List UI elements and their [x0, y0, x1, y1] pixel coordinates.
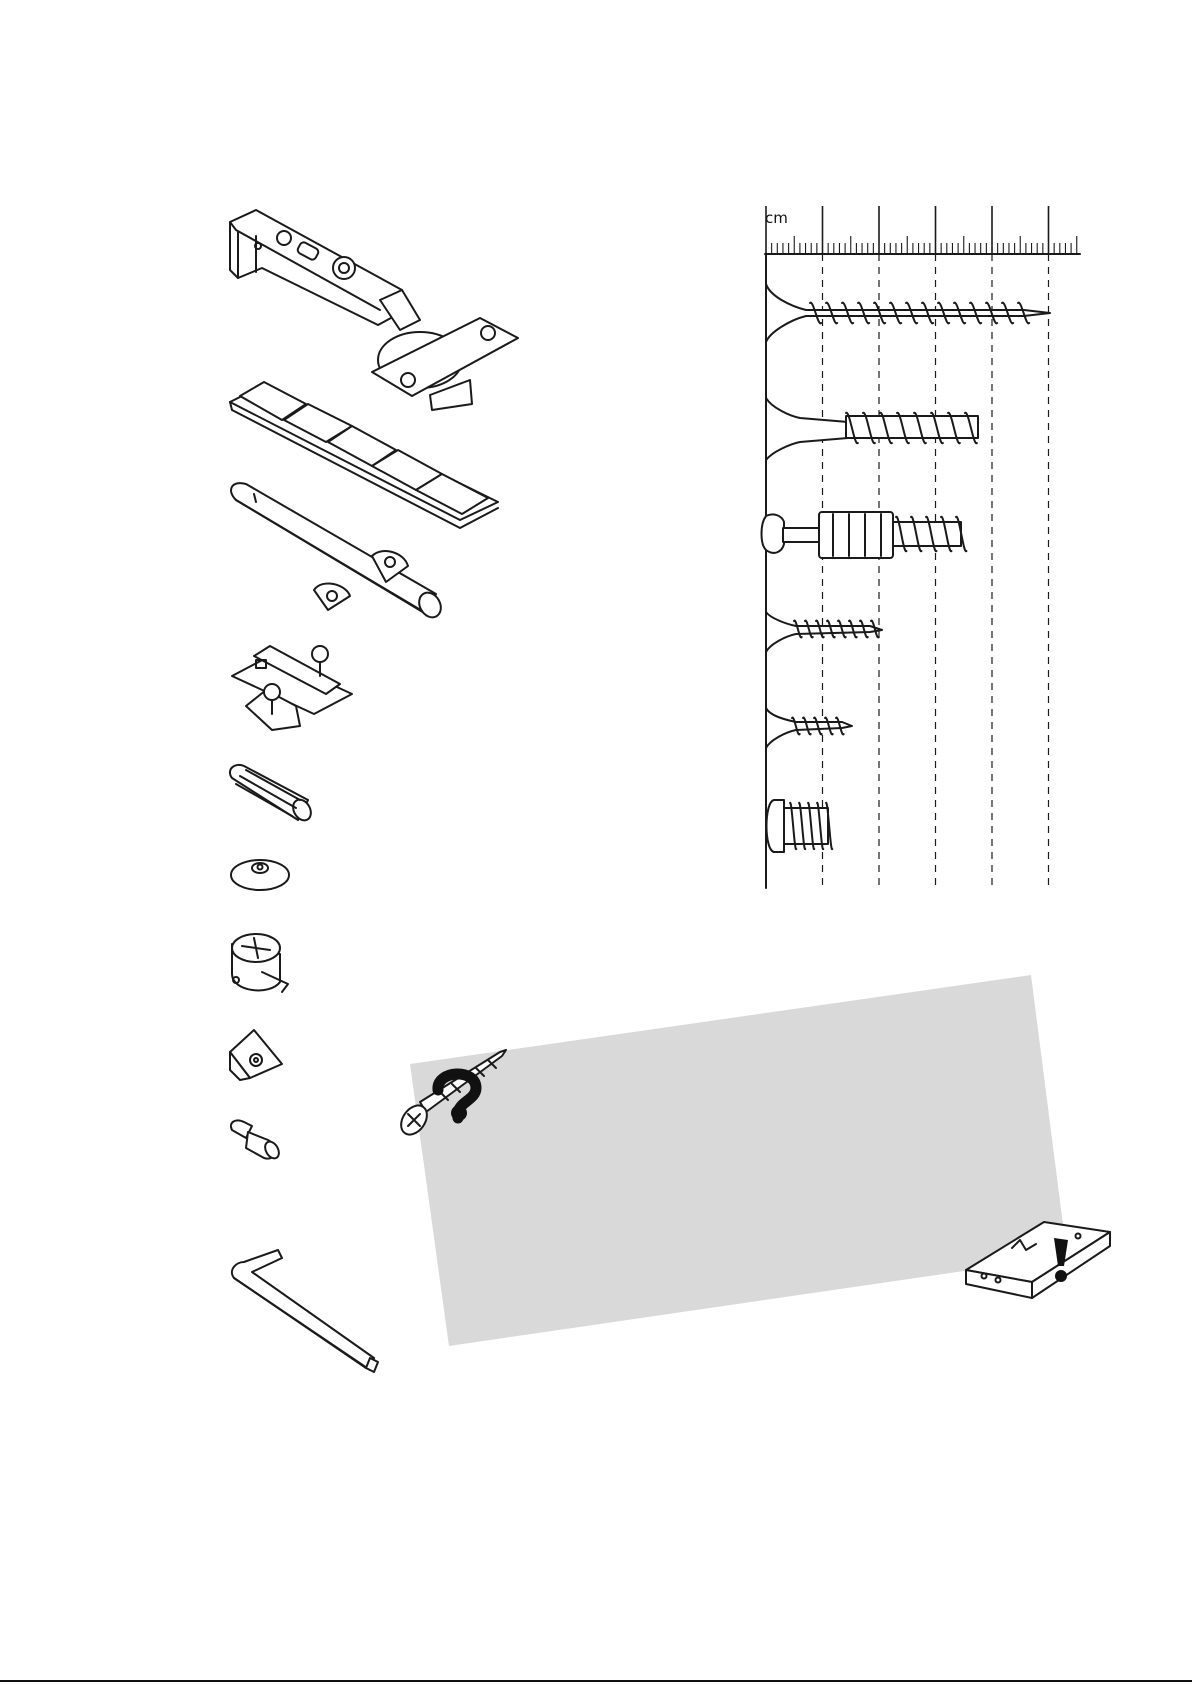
- euro-screw-illustration: [767, 800, 833, 852]
- bumper-disc-illustration: [231, 860, 289, 890]
- corner-block-illustration: [230, 1030, 282, 1080]
- ruler-ticks: [766, 206, 1077, 254]
- notice-box: [410, 975, 1067, 1346]
- shelf-support-pin-illustration: [231, 1120, 282, 1160]
- notice-background: [410, 975, 1067, 1346]
- ruler-guide-lines: [766, 254, 1049, 888]
- hinge-illustration: [230, 210, 518, 410]
- page-bottom-rule: [0, 1680, 1192, 1682]
- confirmat-screw-illustration: [766, 398, 978, 460]
- cam-lock-illustration: [232, 934, 288, 992]
- long-wood-screw-illustration: [766, 284, 1050, 342]
- ruler-unit-label: cm: [765, 209, 788, 227]
- mounting-plate-illustration: [232, 646, 352, 730]
- allen-key-illustration: [232, 1250, 378, 1372]
- medium-wood-screw-illustration: [766, 612, 882, 652]
- wooden-dowel-illustration: [230, 765, 314, 824]
- measuring-ruler: cm: [765, 206, 1080, 254]
- short-wood-screw-illustration: [766, 708, 852, 748]
